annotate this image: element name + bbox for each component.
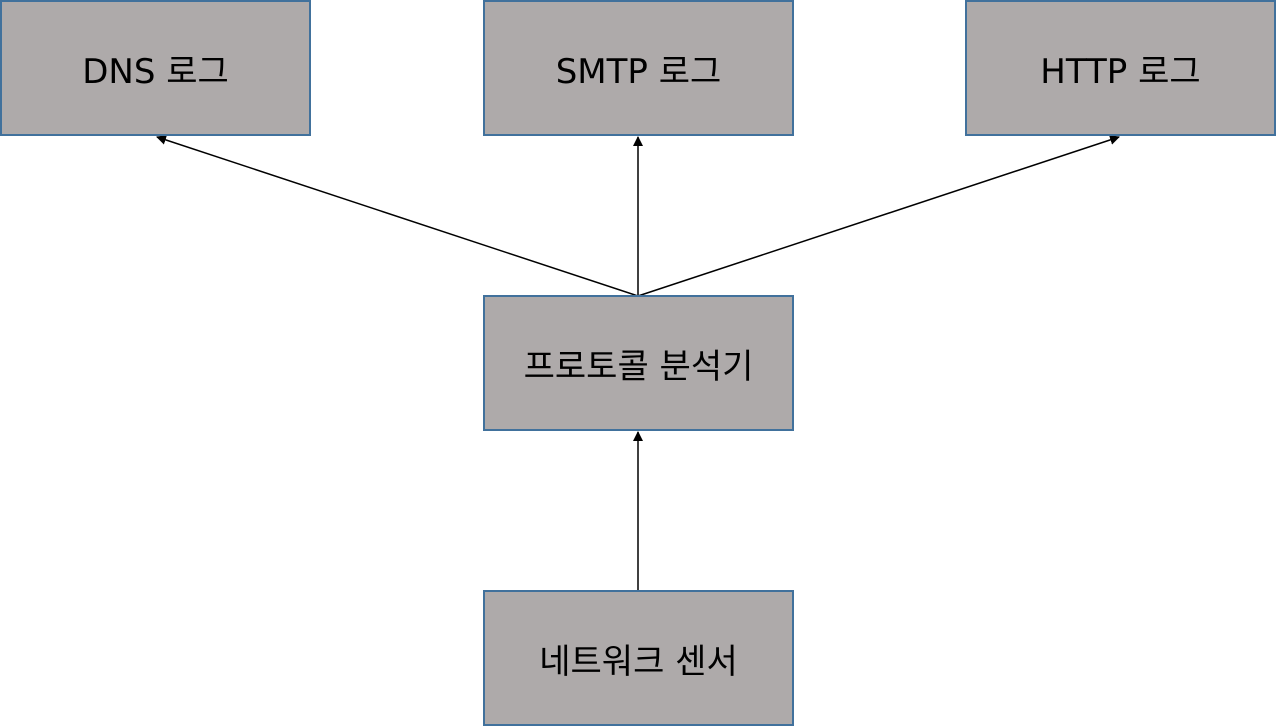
protocol-analyzer-label: 프로토콜 분석기: [523, 346, 754, 387]
protocol-analyzer-box: 프로토콜 분석기: [483, 295, 794, 431]
smtp-log-label: SMTP 로그: [555, 51, 722, 92]
network-sensor-label: 네트워크 센서: [539, 641, 738, 682]
dns-log-label: DNS 로그: [82, 51, 229, 92]
arrow-analyzer-to-dns-log: [156, 135, 639, 297]
smtp-log-box: SMTP 로그: [483, 0, 794, 136]
dns-log-box: DNS 로그: [0, 0, 311, 136]
arrow-analyzer-to-http-log: [637, 135, 1120, 297]
http-log-box: HTTP 로그: [965, 0, 1276, 136]
http-log-label: HTTP 로그: [1040, 51, 1201, 92]
network-sensor-box: 네트워크 센서: [483, 590, 794, 726]
